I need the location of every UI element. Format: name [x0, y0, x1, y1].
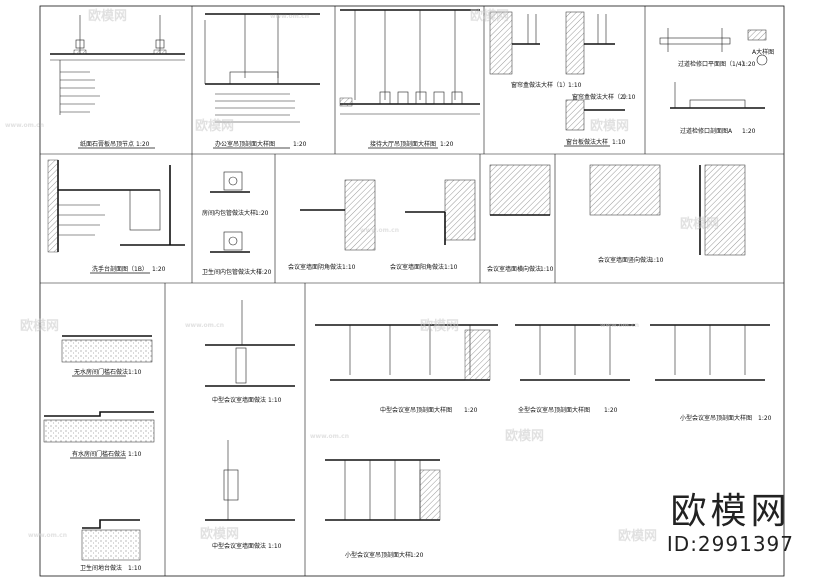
scale-small-ceiling-2: 1:20: [410, 552, 424, 559]
title-mtg-out: 会议室墙面阳角做法: [390, 263, 444, 271]
watermark-url: www.om.cn: [28, 532, 67, 539]
title-mtg-horiz: 会议室墙面横向做法: [487, 265, 541, 273]
scale-small-ceiling: 1:20: [758, 415, 772, 422]
watermark-brand: 欧模网: [20, 318, 59, 334]
scale-mid-wall-2: 1:10: [268, 543, 282, 550]
watermark-brand: 欧模网: [505, 428, 544, 444]
scale-mid-wall: 1:10: [268, 397, 282, 404]
title-corridor-b: 过道检修口剖面图A: [680, 127, 733, 135]
detail-stone-top: 纸面石膏板吊顶节点 1:20: [50, 15, 185, 149]
scale-mtg-in: 1:10: [342, 264, 356, 271]
sheet-border: [39, 5, 785, 577]
title-big-a: A大样图: [752, 48, 774, 56]
detail-mid-wall: 中型会议室墙面做法 1:10 中型会议室墙面做法 1:10: [205, 300, 295, 550]
title-lobby: 接待大厅吊顶剖面大样图: [370, 140, 436, 148]
watermark-brand: 欧模网: [200, 526, 239, 542]
watermark-brand: 欧模网: [195, 118, 234, 134]
detail-pipes: 房间内包管做法大样 1:20 卫生间内包管做法大样 1:20: [202, 171, 272, 276]
detail-corridor: 过道检修口平面图（1/4） 1:20 A大样图 过道检修口剖面图A 1:20: [659, 28, 774, 135]
scale-curtain-2: 1:10: [622, 94, 636, 101]
title-wet-floor: 有水房间门槛石做法: [72, 450, 126, 458]
scale-curtain-1: 1:10: [568, 82, 582, 89]
title-all-ceiling: 全型会议室吊顶剖面大样图: [518, 406, 590, 414]
title-mtg-vert: 会议室墙面竖向做法: [598, 256, 652, 264]
title-sill: 窗台板做法大样: [566, 138, 608, 146]
watermark-url: www.om.cn: [600, 322, 639, 329]
brand-id: ID:2991397: [666, 532, 794, 556]
title-small-ceiling: 小型会议室吊顶剖面大样图: [680, 414, 752, 422]
title-office-ceiling: 办公室吊顶剖面大样图: [215, 140, 275, 148]
scale-room-pipe: 1:20: [255, 210, 269, 217]
scale-corridor-b: 1:20: [742, 128, 756, 135]
detail-lobby: 接待大厅吊顶剖面大样图 1:20: [339, 9, 480, 149]
scale-dry-floor: 1:10: [128, 369, 142, 376]
title-mid-wall: 中型会议室墙面做法: [212, 396, 266, 404]
title-stone-top: 纸面石膏板吊顶节点: [80, 140, 134, 148]
detail-curtain-boxes: 窗帘盒做法大样（1） 1:10 窗帘盒做法大样（2） 1:10 窗台板做法大样 …: [489, 11, 636, 147]
watermark-brand: 欧模网: [420, 318, 459, 334]
scale-corridor-a: 1:20: [742, 61, 756, 68]
scale-sill: 1:10: [612, 139, 626, 146]
title-curtain-1: 窗帘盒做法大样（1）: [511, 81, 569, 89]
detail-basin: 洗手台剖面图（1B） 1:20: [47, 159, 185, 274]
detail-floors: 无水房间门槛石做法 1:10 有水房间门槛石做法 1:10 卫生间地台做法 1:…: [43, 335, 155, 572]
scale-lobby: 1:20: [440, 141, 454, 148]
watermark-url: www.om.cn: [5, 122, 44, 129]
watermark-url: www.om.cn: [310, 433, 349, 440]
title-room-pipe: 房间内包管做法大样: [202, 209, 256, 217]
watermark-brand: 欧模网: [590, 118, 629, 134]
scale-mtg-out: 1:10: [444, 264, 458, 271]
panel-grid: [40, 6, 784, 576]
watermark-brand: 欧模网: [618, 528, 657, 544]
watermark-url: www.om.cn: [360, 227, 399, 234]
scale-all-ceiling: 1:20: [604, 407, 618, 414]
watermark-brand: 欧模网: [470, 8, 509, 24]
title-corridor-a: 过道检修口平面图（1/4）: [678, 60, 748, 68]
scale-stone-top: 1:20: [136, 141, 150, 148]
scale-mtg-vert: 1:10: [650, 257, 664, 264]
scale-toilet-step: 1:10: [128, 565, 142, 572]
title-dry-floor: 无水房间门槛石做法: [74, 368, 128, 376]
title-toilet-step: 卫生间地台做法: [80, 564, 122, 572]
title-curtain-2-real: 窗帘盒做法大样（2）: [572, 93, 630, 101]
title-mid-wall-2: 中型会议室墙面做法: [212, 542, 266, 550]
brand-stamp: 欧模网 ID:2991397: [666, 491, 794, 557]
title-basin: 洗手台剖面图（1B）: [92, 265, 148, 273]
title-toilet-pipe: 卫生间内包管做法大样: [202, 268, 262, 276]
watermark-url: www.om.cn: [270, 13, 309, 20]
detail-office-ceiling: 办公室吊顶剖面大样图 1:20: [204, 13, 320, 149]
title-mtg-in: 会议室墙面阴角做法: [288, 263, 342, 271]
watermark-brand: 欧模网: [88, 8, 127, 24]
scale-mtg-horiz: 1:10: [540, 266, 554, 273]
watermarks: 欧模网 欧模网 欧模网 欧模网 欧模网 欧模网 欧模网 欧模网 欧模网 欧模网 …: [5, 8, 719, 544]
scale-toilet-pipe: 1:20: [258, 269, 272, 276]
scale-wet-floor: 1:10: [128, 451, 142, 458]
brand-name: 欧模网: [670, 491, 791, 532]
watermark-brand: 欧模网: [680, 216, 719, 232]
title-mid-ceiling: 中型会议室吊顶剖面大样图: [380, 406, 452, 414]
detail-meeting-walls: 会议室墙面阴角做法 1:10 会议室墙面阳角做法 1:10 会议室墙面横向做法 …: [288, 164, 746, 273]
scale-mid-ceiling: 1:20: [464, 407, 478, 414]
detail-ceilings: 中型会议室吊顶剖面大样图 1:20 全型会议室吊顶剖面大样图 1:20 小型会议…: [315, 324, 772, 559]
scale-office-ceiling: 1:20: [293, 141, 307, 148]
scale-basin: 1:20: [152, 266, 166, 273]
watermark-url: www.om.cn: [185, 322, 224, 329]
title-small-ceiling-2: 小型会议室吊顶剖面大样: [345, 551, 411, 559]
